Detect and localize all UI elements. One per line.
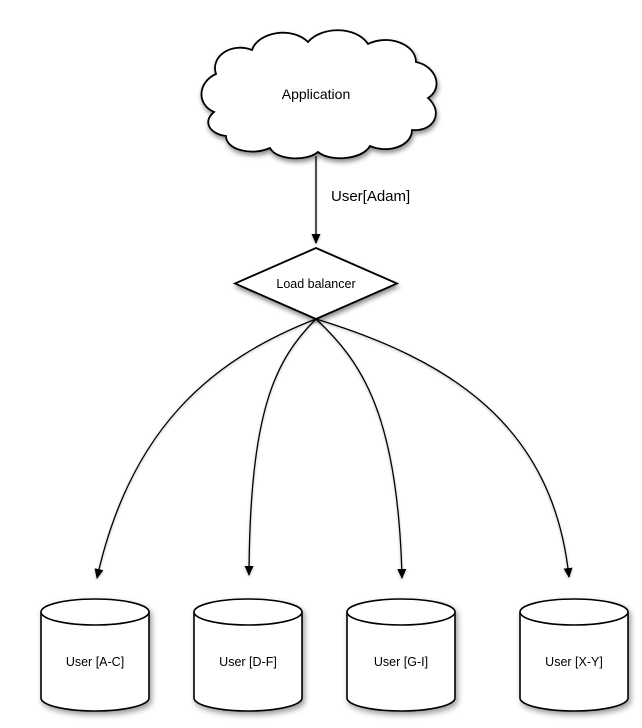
application-cloud [200,29,438,160]
cylinder-body [40,612,150,712]
database-label: User [X-Y] [545,655,603,669]
database-shard-d-f: User [D-F] [193,598,303,712]
cylinder-top [193,598,303,626]
cylinder-body [346,612,456,712]
database-label: User [A-C] [66,655,124,669]
request-edge-label: User[Adam] [331,188,410,205]
cylinder-body [193,612,303,712]
database-shard-x-y: User [X-Y] [519,598,629,712]
edge-to-shard-x-y [315,318,573,578]
edge-to-shard-d-f [244,318,317,576]
cylinder-top [519,598,629,626]
balancer-to-shard-edges [94,318,573,579]
application-cloud-label: Application [282,86,351,102]
database-label: User [D-F] [219,655,277,669]
load-balancer-diamond [232,247,400,320]
cylinder-body [519,612,629,712]
edge-to-shard-g-i [315,318,407,579]
load-balancer-label: Load balancer [276,277,355,291]
database-shard-g-i: User [G-I] [346,598,456,712]
cylinder-top [346,598,456,626]
edge-to-shard-a-c [94,318,317,579]
cylinder-top [40,598,150,626]
database-shard-a-c: User [A-C] [40,598,150,712]
database-label: User [G-I] [374,655,428,669]
